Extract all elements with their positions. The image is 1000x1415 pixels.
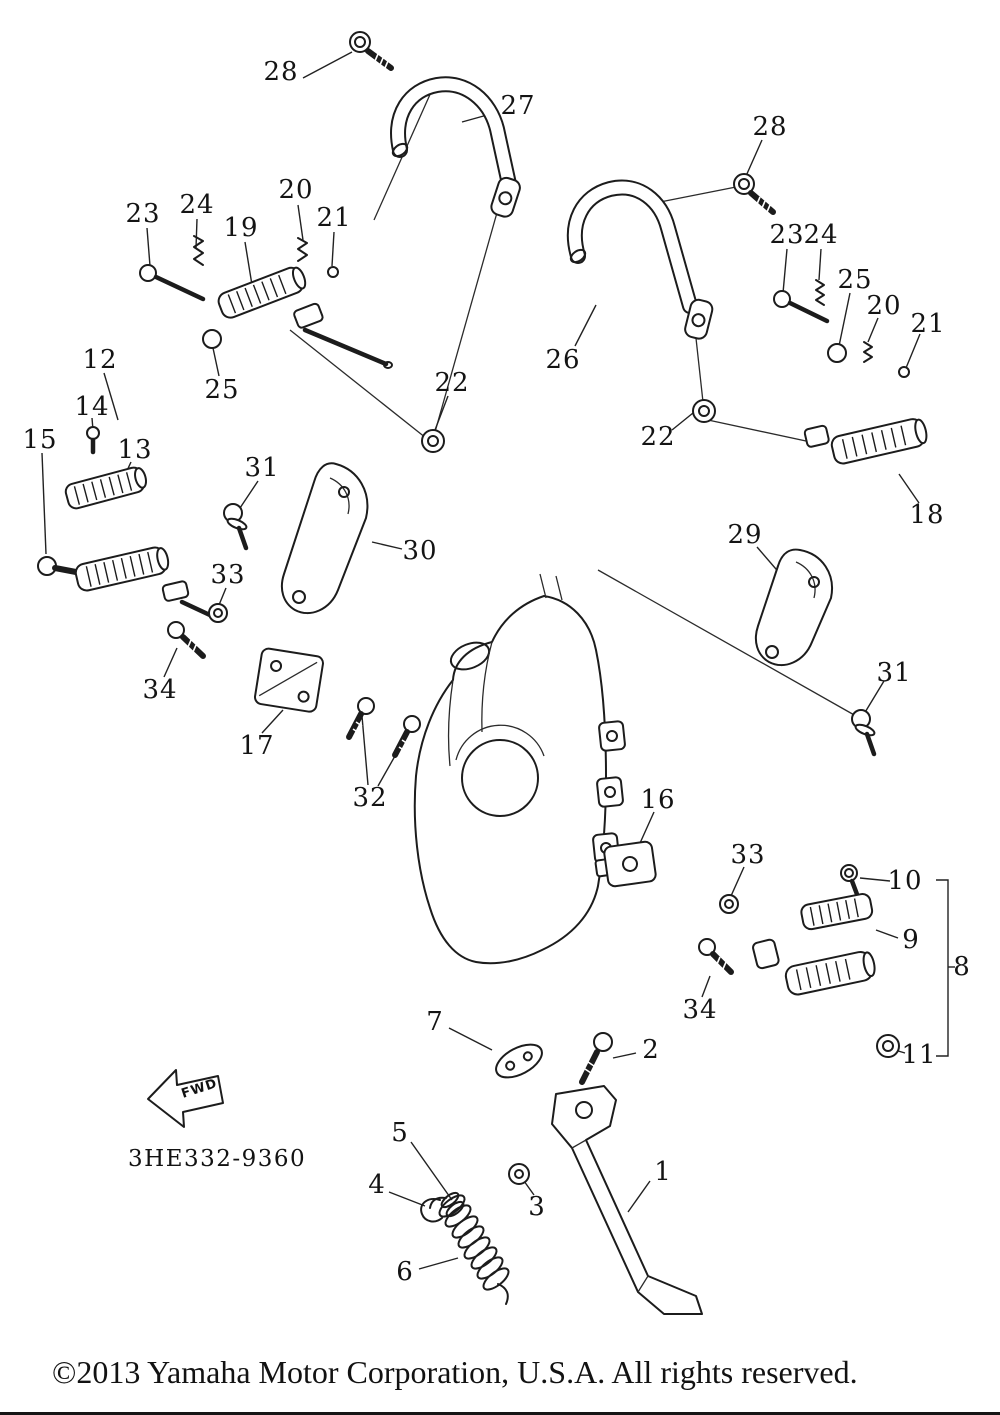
callout-9: 9 xyxy=(902,925,920,955)
callout-22: 22 xyxy=(640,422,676,452)
part-28-bolt-left xyxy=(349,31,394,71)
callout-18: 18 xyxy=(909,500,945,530)
callout-26: 26 xyxy=(545,345,581,375)
callout-21: 21 xyxy=(316,203,352,233)
part-25-ball-right xyxy=(827,343,847,363)
part-9-footrest-pad xyxy=(800,893,874,931)
callout-31: 31 xyxy=(244,453,280,483)
callout-21: 21 xyxy=(910,309,946,339)
part-31-bolt-right xyxy=(851,709,877,757)
part-24-spring-left xyxy=(193,235,204,266)
part-29-guard-plate xyxy=(754,548,833,667)
callout-33: 33 xyxy=(730,840,766,870)
callout-34: 34 xyxy=(142,675,178,705)
callout-8: 8 xyxy=(953,952,971,982)
part-1-side-stand xyxy=(551,1085,703,1315)
callout-25: 25 xyxy=(837,265,873,295)
callout-1: 1 xyxy=(654,1157,672,1187)
callout-29: 29 xyxy=(727,520,763,550)
callout-34: 34 xyxy=(682,995,718,1025)
part-2-bolt xyxy=(579,1032,613,1085)
callout-20: 20 xyxy=(866,291,902,321)
callout-23: 23 xyxy=(125,199,161,229)
part-33-nut-left xyxy=(208,603,228,623)
callout-19: 19 xyxy=(223,213,259,243)
diagram-code: 3HE332-9360 xyxy=(128,1146,307,1172)
callout-14: 14 xyxy=(74,392,110,422)
part-31-bolt-left xyxy=(223,503,249,551)
fwd-arrow: FWD xyxy=(147,1069,224,1128)
part-30-guard-plate xyxy=(280,462,369,615)
part-14-bolt xyxy=(86,426,100,455)
part-32-bolts xyxy=(346,697,421,758)
callout-16: 16 xyxy=(640,785,676,815)
callout-28: 28 xyxy=(263,57,299,87)
callout-15: 15 xyxy=(22,425,58,455)
callout-7: 7 xyxy=(426,1007,444,1037)
construction-lines xyxy=(289,89,857,717)
part-25-ball-left xyxy=(202,329,222,349)
callout-5: 5 xyxy=(391,1118,409,1148)
part-20-spring-right xyxy=(863,341,873,363)
part-3-nut xyxy=(508,1163,530,1185)
part-34-bolt-right xyxy=(698,938,734,975)
callout-13: 13 xyxy=(117,435,153,465)
callout-33: 33 xyxy=(210,560,246,590)
part-33-nut-right xyxy=(719,894,739,914)
callout-4: 4 xyxy=(368,1170,386,1200)
part-20-spring-left xyxy=(297,237,308,262)
callout-24: 24 xyxy=(803,220,839,250)
callout-12: 12 xyxy=(82,345,118,375)
frame-center-piece xyxy=(413,573,626,965)
callout-2: 2 xyxy=(642,1035,660,1065)
part-24-spring-right xyxy=(815,279,825,306)
part-34-bolt-left xyxy=(167,621,206,659)
callout-31: 31 xyxy=(876,658,912,688)
callout-25: 25 xyxy=(204,375,240,405)
callout-10: 10 xyxy=(887,866,923,896)
callout-17: 17 xyxy=(239,731,275,761)
callout-24: 24 xyxy=(179,190,215,220)
part-11-nut xyxy=(876,1034,900,1058)
callout-28: 28 xyxy=(752,112,788,142)
copyright-text: ©2013 Yamaha Motor Corporation, U.S.A. A… xyxy=(52,1354,858,1390)
part-21-ball-left xyxy=(327,266,339,278)
part-22-damper-right xyxy=(692,399,716,423)
part-17-bracket xyxy=(253,647,324,713)
callout-22: 22 xyxy=(434,368,470,398)
callout-6: 6 xyxy=(396,1257,414,1287)
part-18-footrest xyxy=(803,418,928,465)
part-23-pin-right xyxy=(773,290,830,324)
part-7-plate xyxy=(495,1043,543,1079)
callout-27: 27 xyxy=(500,91,536,121)
part-27-stand-bracket xyxy=(390,76,521,218)
part-13-footrest-pad xyxy=(64,466,147,510)
part-4-spring-hook xyxy=(420,1198,443,1223)
part-19-footrest xyxy=(217,266,393,369)
part-26-stand-bracket xyxy=(566,179,714,340)
callout-32: 32 xyxy=(352,783,388,813)
callout-23: 23 xyxy=(769,220,805,250)
part-5-6-springs xyxy=(429,1191,510,1305)
callout-30: 30 xyxy=(402,536,438,566)
callout-20: 20 xyxy=(278,175,314,205)
part-10-bolt xyxy=(840,864,861,900)
part-21-ball-right xyxy=(898,366,910,378)
part-22-damper-left xyxy=(421,429,445,453)
part-8-footrest xyxy=(752,938,876,996)
part-28-bolt-right xyxy=(733,173,776,215)
part-12-footrest-assembly xyxy=(37,546,215,619)
callout-11: 11 xyxy=(901,1040,937,1070)
part-16-bracket xyxy=(594,840,657,888)
callout-3: 3 xyxy=(528,1192,546,1222)
part-23-pin-left xyxy=(139,264,206,302)
